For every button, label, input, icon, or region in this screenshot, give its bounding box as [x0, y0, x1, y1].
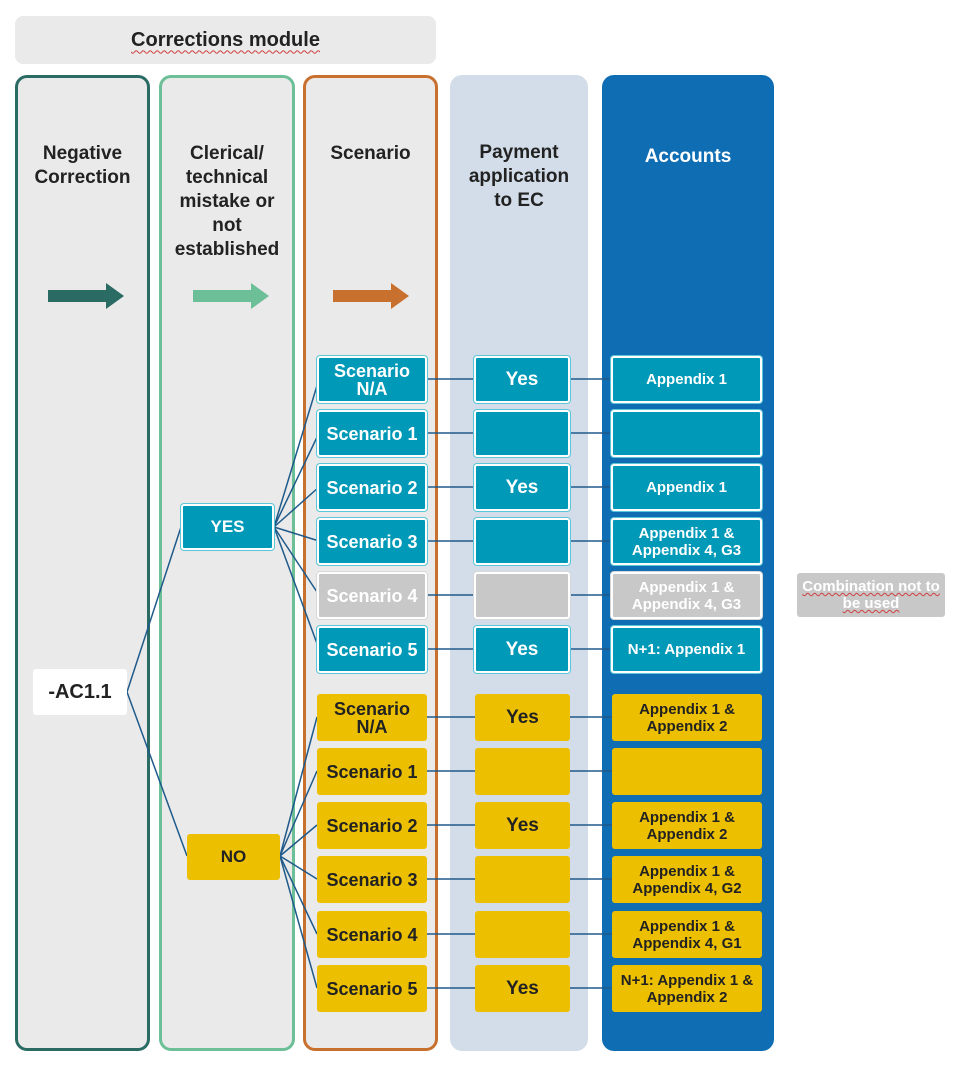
no-scenario-4: Scenario 4 [317, 911, 427, 958]
column-negative-correction: Negative Correction [15, 75, 150, 1051]
column-header-scenario: Scenario [330, 143, 411, 164]
yes-payment-2: Yes [474, 464, 570, 511]
yes-payment-na: Yes [474, 356, 570, 403]
yes-scenario-na: Scenario N/A [317, 356, 427, 403]
column-header-negative: Negative Correction [34, 143, 131, 188]
yes-payment-1 [474, 410, 570, 457]
no-node: NO [187, 834, 280, 880]
no-scenario-5: Scenario 5 [317, 965, 427, 1012]
payment-label: Yes [506, 706, 539, 728]
scenario-label: Scenario 4 [326, 924, 418, 945]
accounts-label: N+1: Appendix 1 & Appendix 2 [620, 971, 754, 1006]
yes-scenario-4: Scenario 4 [317, 572, 427, 619]
accounts-label: Appendix 1 & Appendix 2 [639, 700, 735, 735]
column-clerical-mistake: Clerical/ technical mistake or not estab… [159, 75, 295, 1051]
payment-label: Yes [506, 977, 539, 999]
payment-label: Yes [505, 638, 539, 660]
no-payment-1 [475, 748, 570, 795]
payment-label: Yes [505, 368, 539, 390]
scenario-label: Scenario 2 [326, 815, 418, 836]
arrow-right-icon [333, 283, 409, 309]
yes-accounts-4: Appendix 1 & Appendix 4, G3 [611, 572, 762, 619]
no-payment-na: Yes [475, 694, 570, 741]
no-accounts-4: Appendix 1 & Appendix 4, G1 [612, 911, 762, 958]
no-accounts-3: Appendix 1 & Appendix 4, G2 [612, 856, 762, 903]
no-payment-3 [475, 856, 570, 903]
no-scenario-na: Scenario N/A [317, 694, 427, 741]
accounts-label: Appendix 1 & Appendix 4, G3 [631, 578, 742, 613]
yes-accounts-1 [611, 410, 762, 457]
scenario-label: Scenario 5 [326, 639, 418, 660]
no-accounts-2: Appendix 1 & Appendix 2 [612, 802, 762, 849]
scenario-label: Scenario 3 [326, 531, 418, 552]
module-title-text: Corrections module [131, 28, 320, 51]
arrow-right-icon [48, 283, 124, 309]
no-accounts-5: N+1: Appendix 1 & Appendix 2 [612, 965, 762, 1012]
scenario-label: Scenario 1 [326, 761, 418, 782]
no-payment-4 [475, 911, 570, 958]
accounts-label: Appendix 1 & Appendix 2 [639, 808, 735, 843]
accounts-label: Appendix 1 & Appendix 4, G3 [631, 524, 742, 559]
no-payment-5: Yes [475, 965, 570, 1012]
yes-scenario-3: Scenario 3 [317, 518, 427, 565]
scenario-label: Scenario N/A [333, 698, 411, 737]
scenario-label: Scenario 3 [326, 869, 418, 890]
yes-accounts-5: N+1: Appendix 1 [611, 626, 762, 673]
scenario-label: Scenario 2 [326, 477, 418, 498]
accounts-label: Appendix 1 [646, 371, 727, 388]
yes-accounts-2: Appendix 1 [611, 464, 762, 511]
accounts-label: N+1: Appendix 1 [627, 641, 746, 658]
yes-scenario-1: Scenario 1 [317, 410, 427, 457]
column-header-accounts: Accounts [644, 146, 732, 167]
accounts-label: Appendix 1 [646, 479, 727, 496]
yes-node-label: YES [210, 517, 245, 536]
payment-label: Yes [505, 476, 539, 498]
scenario-label: Scenario N/A [333, 360, 411, 399]
combination-note: Combination not to be used [797, 573, 945, 617]
payment-label: Yes [506, 814, 539, 836]
arrow-right-icon [193, 283, 269, 309]
column-header-payment: Payment application to EC [468, 142, 570, 211]
scenario-label: Scenario 1 [326, 423, 418, 444]
scenario-label: Scenario 4 [326, 585, 418, 606]
yes-accounts-na: Appendix 1 [611, 356, 762, 403]
yes-node: YES [181, 504, 274, 550]
no-payment-2: Yes [475, 802, 570, 849]
no-accounts-na: Appendix 1 & Appendix 2 [612, 694, 762, 741]
module-title: Corrections module [15, 16, 436, 64]
scenario-label: Scenario 5 [326, 978, 418, 999]
yes-scenario-2: Scenario 2 [317, 464, 427, 511]
root-node: -AC1.1 [33, 669, 127, 715]
column-header-clerical: Clerical/ technical mistake or not estab… [174, 143, 280, 260]
yes-payment-4 [474, 572, 570, 619]
no-scenario-2: Scenario 2 [317, 802, 427, 849]
yes-payment-5: Yes [474, 626, 570, 673]
no-accounts-1 [612, 748, 762, 795]
no-scenario-3: Scenario 3 [317, 856, 427, 903]
yes-scenario-5: Scenario 5 [317, 626, 427, 673]
accounts-label: Appendix 1 & Appendix 4, G2 [632, 862, 742, 897]
yes-payment-3 [474, 518, 570, 565]
yes-accounts-3: Appendix 1 & Appendix 4, G3 [611, 518, 762, 565]
no-node-label: NO [220, 847, 247, 866]
no-scenario-1: Scenario 1 [317, 748, 427, 795]
combination-note-text: Combination not to be used [802, 578, 940, 612]
root-node-label: -AC1.1 [48, 680, 112, 703]
accounts-label: Appendix 1 & Appendix 4, G1 [632, 917, 742, 952]
